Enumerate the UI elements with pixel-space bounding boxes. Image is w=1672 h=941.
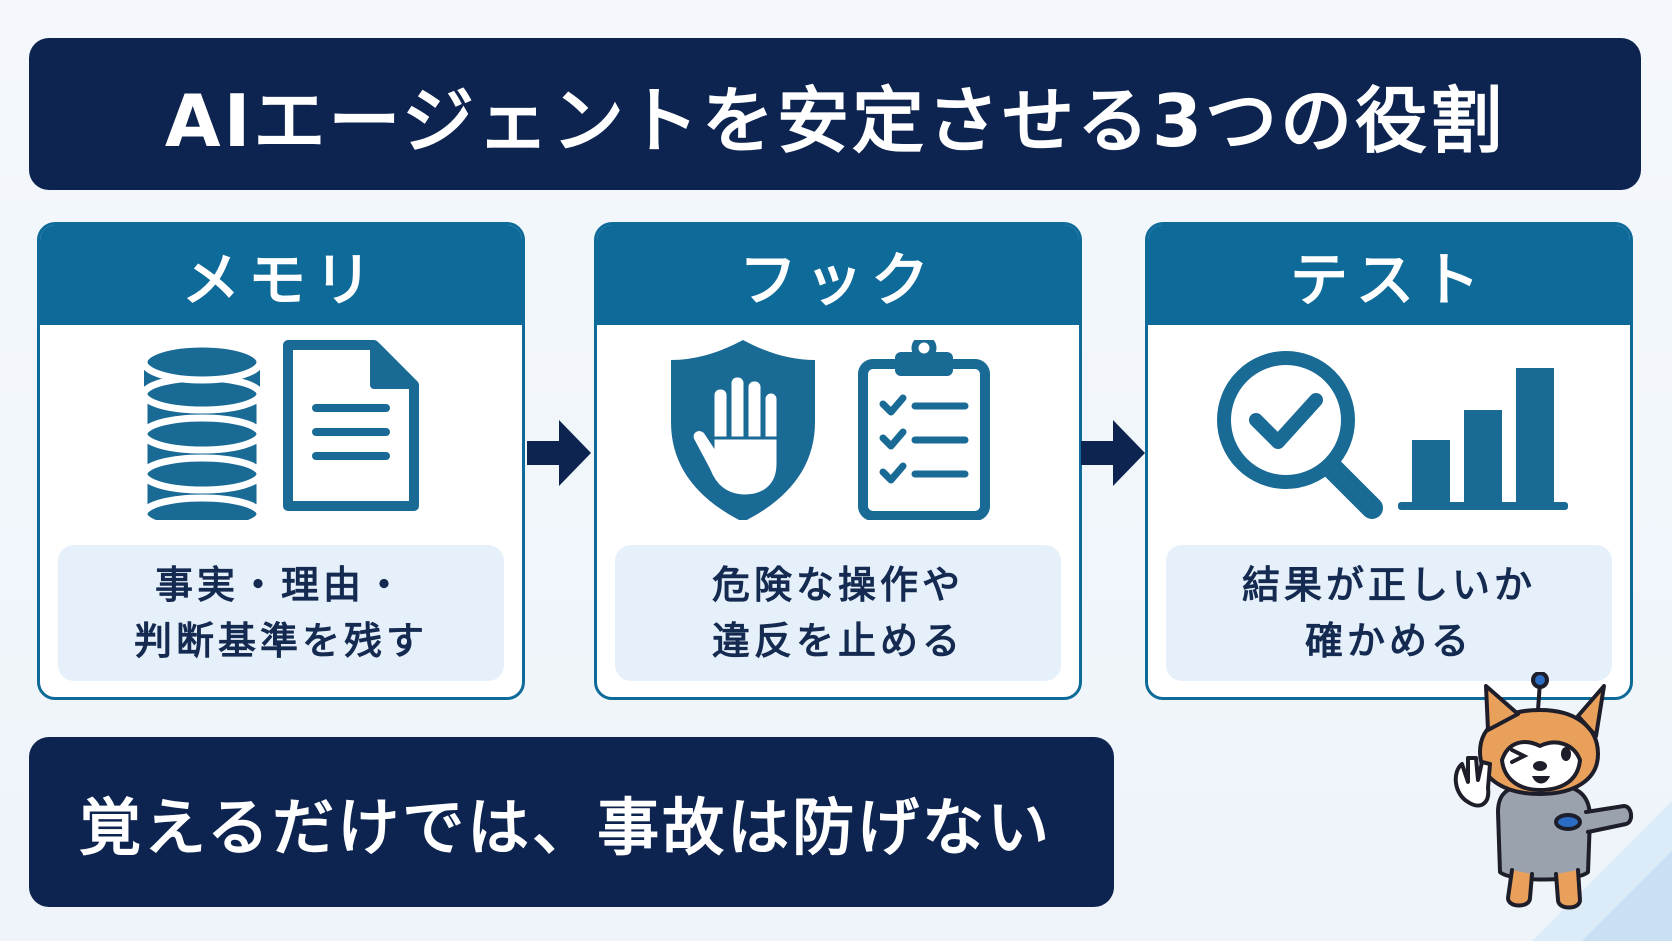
card-hook: フック xyxy=(594,222,1082,700)
database-icon xyxy=(140,340,264,520)
desc-line: 事実・理由・ xyxy=(154,563,407,607)
bottom-banner: 覚えるだけでは、事故は防げない xyxy=(29,737,1114,907)
card-hook-title: フック xyxy=(738,246,937,314)
desc-line: 危険な操作や xyxy=(711,563,964,607)
clipboard-checklist-icon xyxy=(858,340,990,520)
card-hook-description: 危険な操作や 違反を止める xyxy=(615,545,1061,681)
bottom-message: 覚えるだけでは、事故は防げない xyxy=(79,791,1053,864)
document-icon xyxy=(283,340,419,511)
desc-line: 違反を止める xyxy=(711,619,964,663)
card-memory-title: メモリ xyxy=(181,246,380,314)
shiba-dog-mascot xyxy=(1453,672,1633,910)
card-test-header: テスト xyxy=(1148,225,1630,325)
desc-line: 判断基準を残す xyxy=(133,619,428,663)
desc-line: 結果が正しいか xyxy=(1241,563,1536,607)
card-memory: メモリ xyxy=(37,222,525,700)
arrow-right-icon xyxy=(527,420,591,486)
shield-hand-icon xyxy=(671,340,815,520)
card-test-description: 結果が正しいか 確かめる xyxy=(1166,545,1612,681)
card-memory-header: メモリ xyxy=(40,225,522,325)
card-test-icons xyxy=(1148,340,1630,520)
card-test-title: テスト xyxy=(1289,246,1488,314)
magnifier-check-icon xyxy=(1217,351,1383,519)
card-memory-icons xyxy=(40,340,522,520)
card-hook-header: フック xyxy=(597,225,1079,325)
card-hook-icons xyxy=(597,340,1079,520)
page-title: AIエージェントを安定させる3つの役割 xyxy=(164,78,1506,163)
title-banner: AIエージェントを安定させる3つの役割 xyxy=(29,38,1641,190)
card-memory-description: 事実・理由・ 判断基準を残す xyxy=(58,545,504,681)
card-test: テスト 結果が正しいか 確かめる xyxy=(1145,222,1633,700)
bar-chart-icon xyxy=(1398,368,1568,510)
desc-line: 確かめる xyxy=(1304,619,1473,663)
arrow-right-icon xyxy=(1081,420,1145,486)
